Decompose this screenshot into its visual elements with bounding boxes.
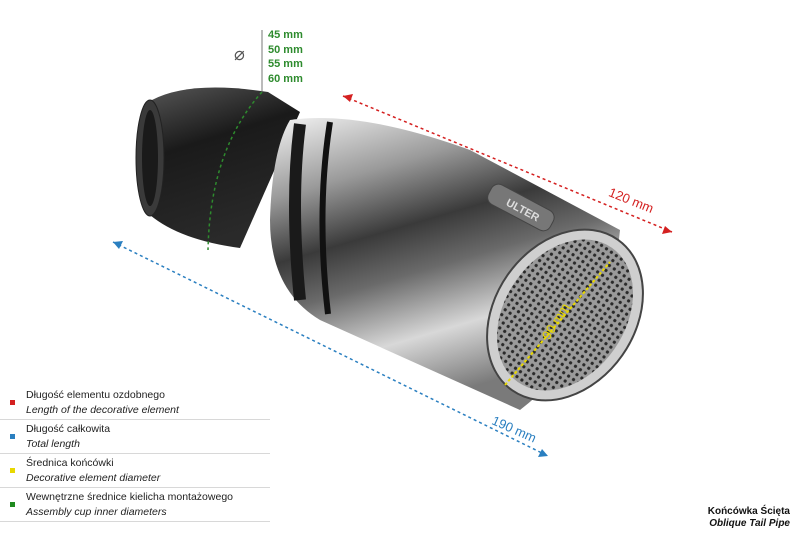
red-bullet [10, 400, 15, 405]
cup-diameter-value: 50 mm [268, 43, 303, 56]
product-caption: Końcówka Ścięta Oblique Tail Pipe [708, 506, 790, 530]
cup-diameter-value: 55 mm [268, 58, 303, 70]
cup-diameter-value: 60 mm [268, 72, 303, 85]
legend-label-pl: Wewnętrzne średnice kielicha montażowego [26, 491, 233, 503]
tip-diameter-line [504, 261, 611, 386]
legend-item-cup-diameters: Wewnętrzne średnice kielicha montażowego… [0, 488, 270, 522]
cup-diameter-line [207, 91, 263, 251]
legend-label-en: Decorative element diameter [26, 472, 161, 484]
decorative-length-dimension [342, 94, 673, 234]
legend-item-total-length: Długość całkowita Total length [0, 420, 270, 454]
yellow-bullet [10, 468, 15, 473]
legend-item-tip-diameter: Średnica końcówki Decorative element dia… [0, 454, 270, 488]
legend-label-pl: Długość całkowita [26, 423, 111, 435]
legend-item-decorative-length: Długość elementu ozdobnego Length of the… [0, 386, 270, 420]
total-length-dimension [112, 241, 549, 457]
inlet-pipe [135, 87, 300, 248]
cup-diameter-value: 45 mm [268, 29, 303, 41]
decorative-length-label: 120 mm [607, 184, 656, 216]
total-length-label: 190 mm [490, 413, 539, 446]
legend: Długość elementu ozdobnego Length of the… [0, 386, 270, 522]
legend-label-pl: Średnica końcówki [26, 457, 114, 469]
caption-en: Oblique Tail Pipe [709, 518, 790, 529]
diameter-symbol: ⌀ [234, 44, 245, 64]
blue-bullet [10, 434, 15, 439]
caption-pl: Końcówka Ścięta [707, 506, 790, 517]
legend-label-en: Length of the decorative element [26, 404, 179, 416]
legend-label-en: Assembly cup inner diameters [26, 506, 167, 518]
legend-label-en: Total length [26, 438, 80, 450]
green-bullet [10, 502, 15, 507]
cup-diameter-values: 45 mm 50 mm 55 mm 60 mm [268, 28, 303, 86]
legend-label-pl: Długość elementu ozdobnego [26, 389, 165, 401]
